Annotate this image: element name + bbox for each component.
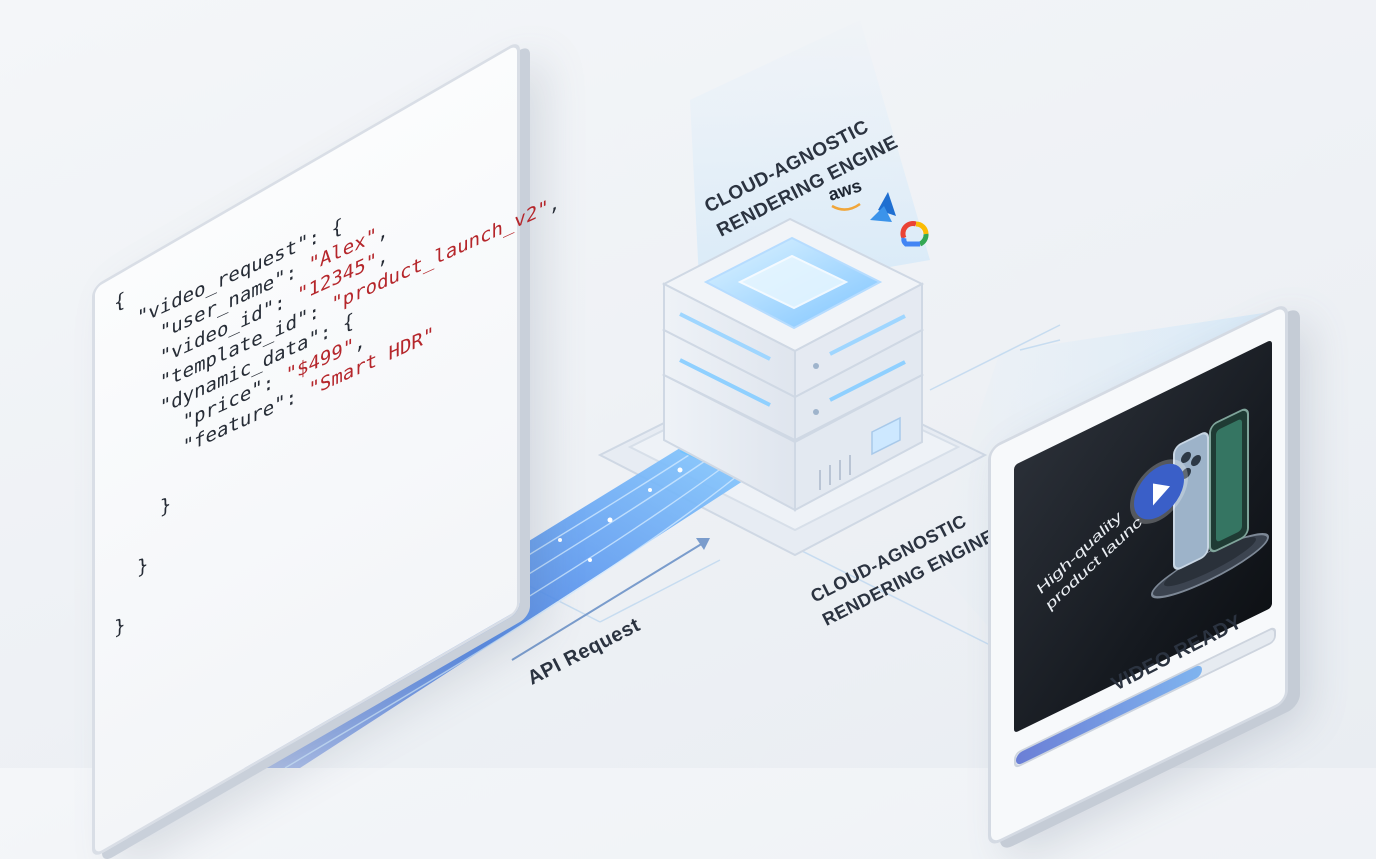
code-token: } <box>159 492 172 520</box>
api-arrow <box>511 538 710 661</box>
code-token: , <box>548 190 561 218</box>
video-output-panel: High-quality product launc <box>988 301 1288 848</box>
google-cloud-icon <box>900 221 929 247</box>
azure-icon <box>870 192 896 222</box>
code-token: , <box>377 218 389 246</box>
code-token: , <box>377 243 389 271</box>
aws-smile-icon <box>831 202 861 211</box>
code-token: } <box>114 613 126 641</box>
code-token: , <box>354 328 366 357</box>
cloud-provider-logos: aws <box>826 175 936 256</box>
code-token: } <box>136 552 149 580</box>
server-stack <box>661 217 925 512</box>
product-phone-image <box>1151 408 1269 599</box>
engine-glow <box>690 20 930 300</box>
video-screen: High-quality product launc <box>1014 339 1272 734</box>
diagram-stage: { "video_request": { "user_name": "Alex"… <box>0 0 1376 768</box>
